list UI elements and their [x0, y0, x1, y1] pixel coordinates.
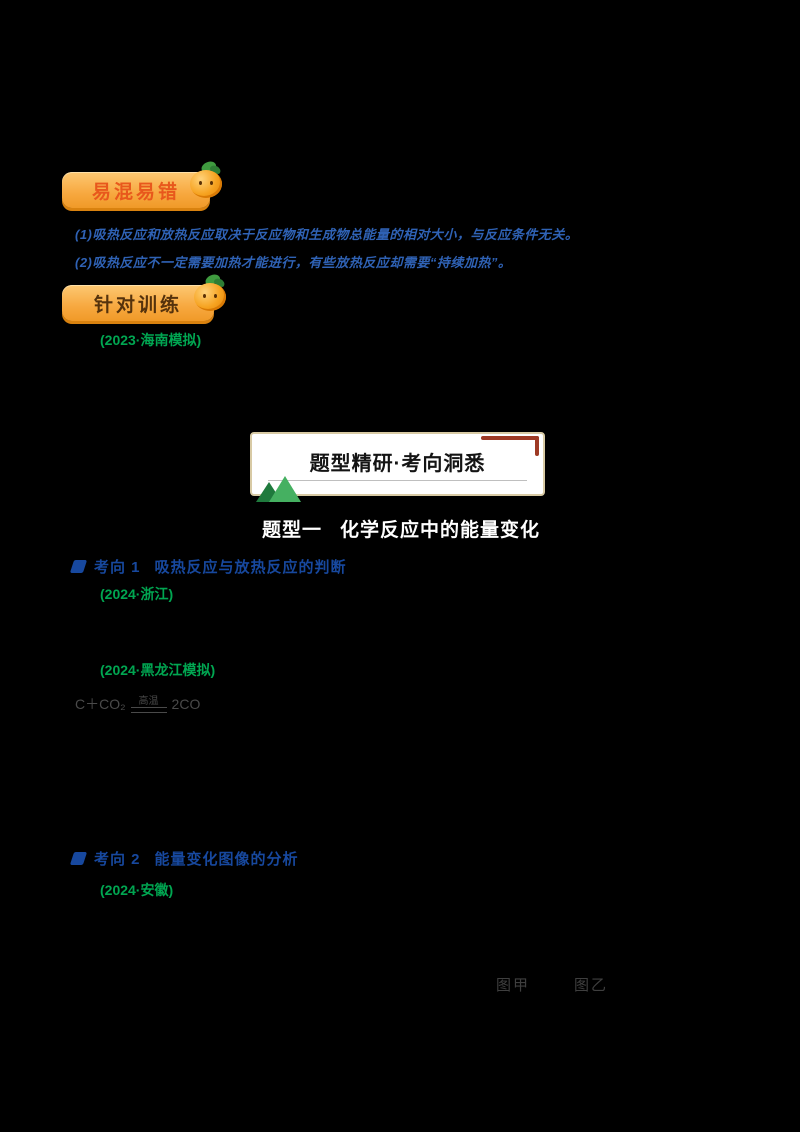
section-tag: 考向 1 — [94, 559, 141, 576]
confusion-badge: 易混易错 — [62, 159, 222, 208]
figure-caption-right: 图乙 — [574, 977, 609, 994]
chemical-equation: C＋CO₂ 高温 2CO — [75, 694, 200, 714]
exercise-source-1: (2023·海南模拟) — [100, 332, 202, 348]
exercise-source-3: (2024·黑龙江模拟) — [100, 662, 216, 678]
section-title: 能量变化图像的分析 — [154, 851, 299, 868]
equation-reactants: C＋CO₂ — [75, 696, 126, 712]
corner-accent-icon — [535, 436, 539, 456]
mountain-icon — [256, 474, 308, 502]
panel-underline — [268, 480, 527, 481]
training-badge: 针对训练 — [62, 272, 226, 321]
topic-panel-title: 题型精研·考向洞悉 — [309, 453, 486, 475]
handwritten-note-1: (1)吸热反应和放热反应取决于反应物和生成物总能量的相对大小，与反应条件无关。 — [75, 227, 579, 242]
orange-fruit-icon — [188, 159, 226, 200]
section-tag: 考向 2 — [94, 851, 141, 868]
topic-banner-title: 化学反应中的能量变化 — [340, 519, 541, 541]
equals-lines-icon — [130, 706, 167, 713]
figure-caption-left: 图甲 — [496, 977, 531, 994]
topic-banner-label: 题型一 — [262, 519, 323, 541]
section-heading-1: 考向 1 吸热反应与放热反应的判断 — [69, 556, 347, 577]
topic-banner: 题型一 化学反应中的能量变化 — [255, 513, 545, 543]
equation-condition: 高温 — [138, 695, 159, 707]
arrow-marker-icon — [69, 560, 88, 573]
orange-fruit-icon — [192, 272, 230, 313]
section-title: 吸热反应与放热反应的判断 — [154, 559, 347, 576]
handwritten-note-2: (2)吸热反应不一定需要加热才能进行，有些放热反应却需要“持续加热”。 — [75, 255, 512, 270]
exercise-source-4: (2024·安徽) — [100, 882, 174, 898]
confusion-badge-label: 易混易错 — [91, 181, 180, 203]
arrow-marker-icon — [69, 852, 88, 865]
corner-accent-icon — [481, 436, 539, 440]
exercise-source-2: (2024·浙江) — [100, 586, 174, 602]
section-heading-2: 考向 2 能量变化图像的分析 — [69, 848, 299, 869]
topic-panel: 题型精研·考向洞悉 — [250, 432, 545, 502]
equation-products: 2CO — [171, 696, 201, 712]
training-badge-label: 针对训练 — [93, 294, 182, 316]
equation-condition-arrow: 高温 — [130, 695, 167, 713]
